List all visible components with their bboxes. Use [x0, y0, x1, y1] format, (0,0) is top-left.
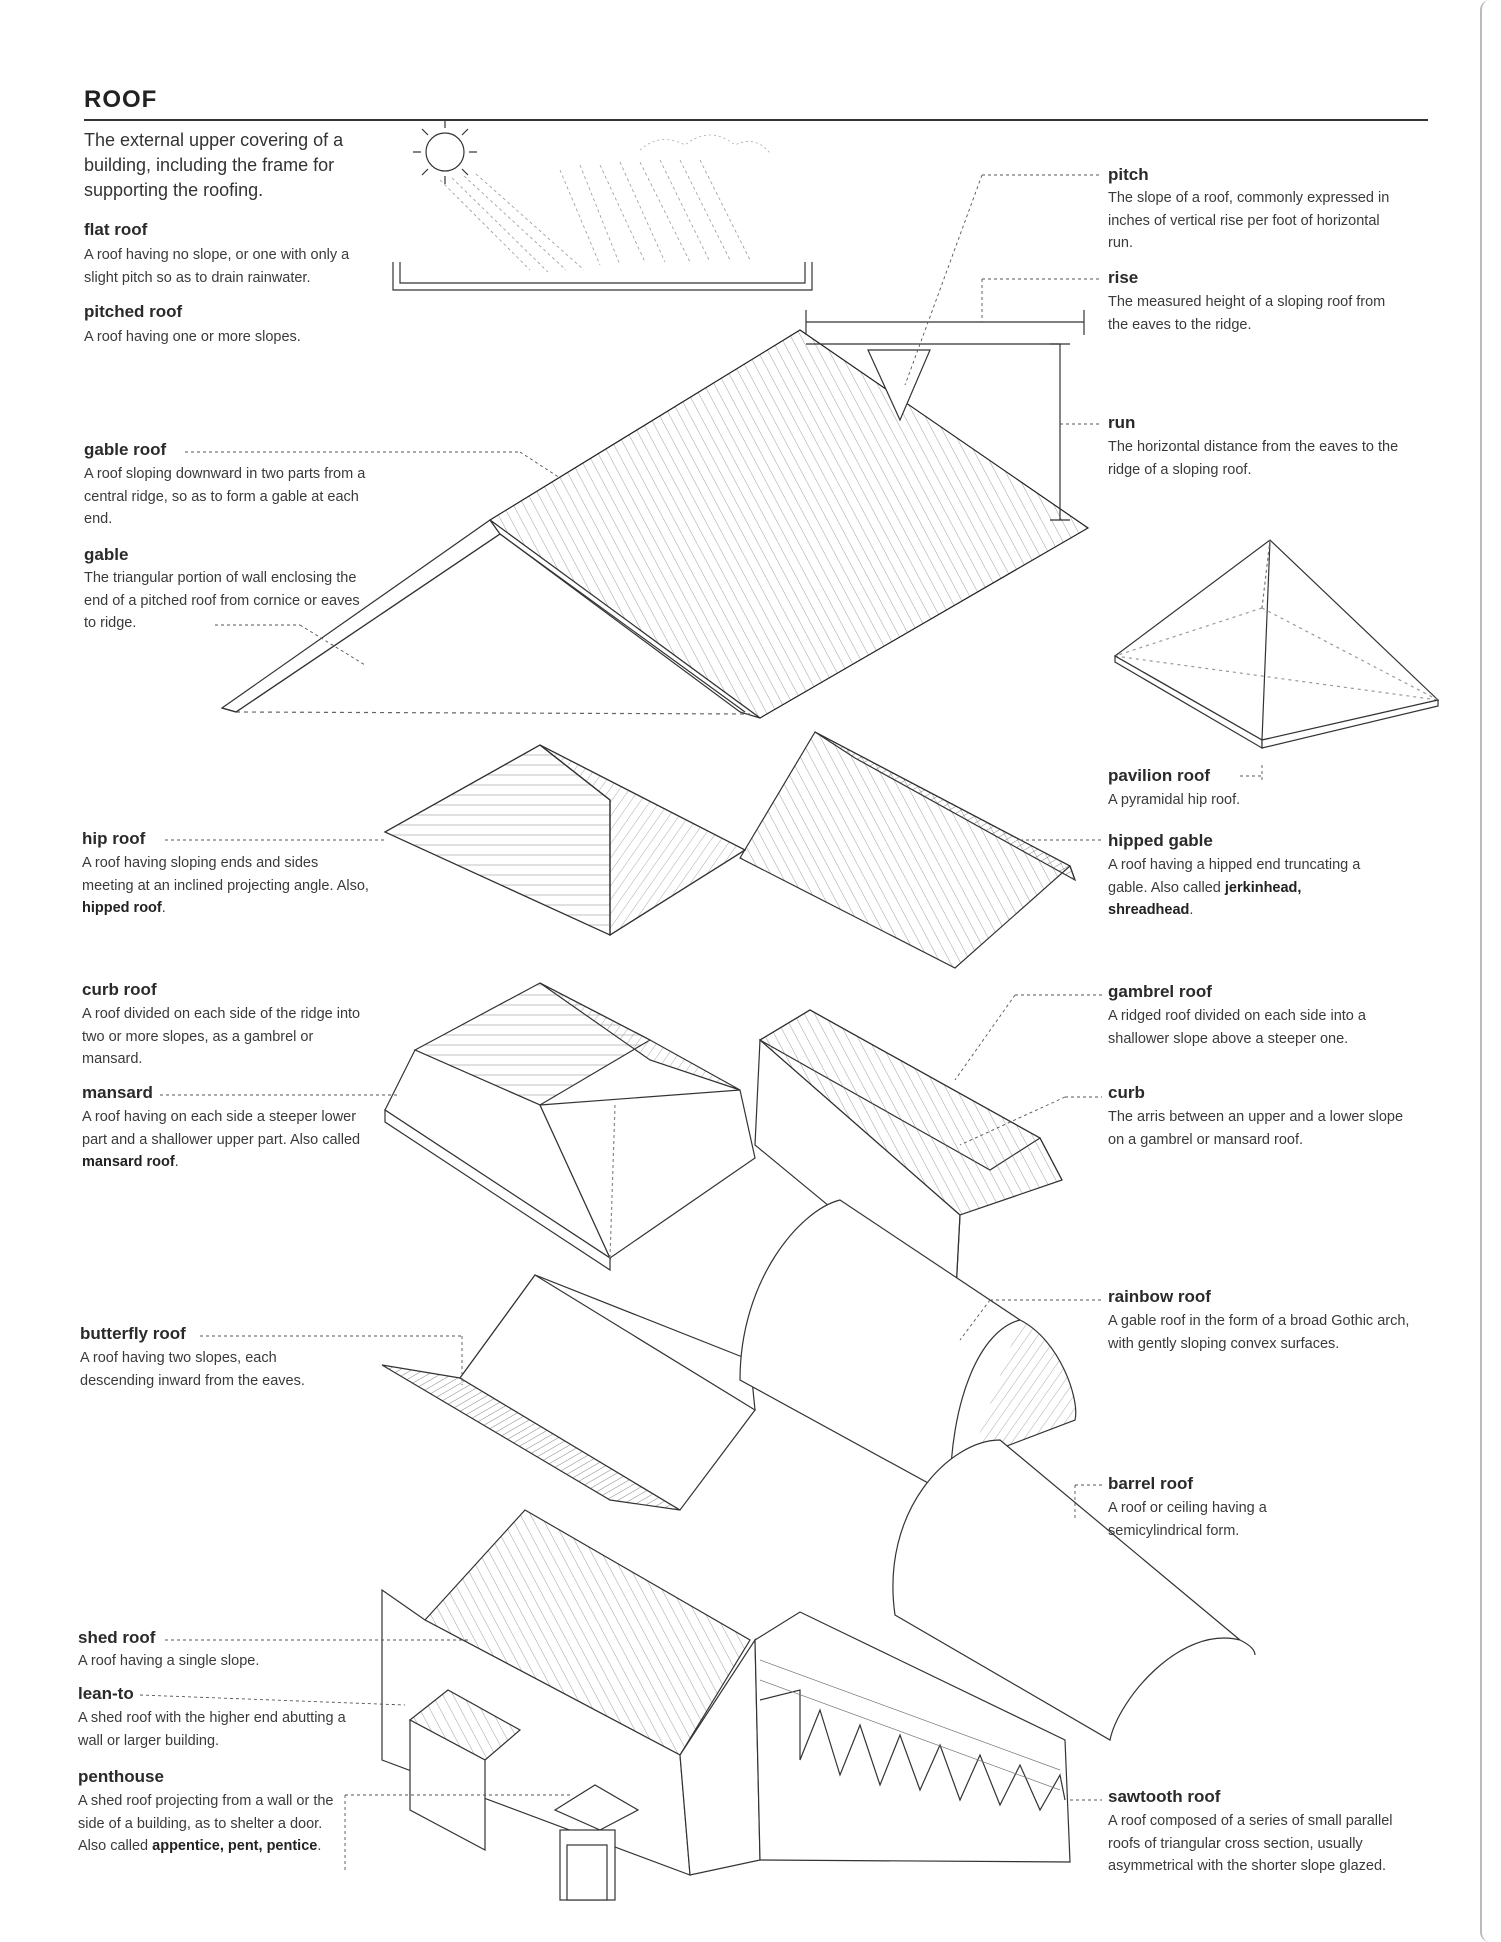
- term-pitch: pitch: [1108, 165, 1149, 184]
- alias-mansard-roof: mansard roof: [82, 1154, 175, 1170]
- def-gable: The triangular portion of wall enclosing…: [84, 570, 360, 631]
- def-sawtooth-roof: A roof composed of a series of small par…: [1108, 1813, 1393, 1874]
- def-lean-to: A shed roof with the higher end abutting…: [78, 1710, 346, 1749]
- def-penthouse: A shed roof projecting from a wall or th…: [78, 1793, 334, 1854]
- term-lean-to: lean-to: [78, 1684, 134, 1703]
- def-barrel-roof: A roof or ceiling having a semicylindric…: [1108, 1500, 1267, 1539]
- term-sawtooth-roof: sawtooth roof: [1108, 1787, 1221, 1806]
- def-mansard: A roof having on each side a steeper low…: [82, 1109, 361, 1170]
- term-gable-roof: gable roof: [84, 440, 167, 459]
- term-mansard: mansard: [82, 1083, 153, 1102]
- barrel-drawing: [892, 1439, 1256, 1741]
- alias-jerkinhead: jerkinhead, shreadhead: [1108, 879, 1302, 919]
- term-pavilion-roof: pavilion roof: [1108, 766, 1210, 785]
- def-run: The horizontal distance from the eaves t…: [1108, 439, 1399, 478]
- pavilion-roof-drawing: [1113, 539, 1440, 750]
- term-rise: rise: [1108, 268, 1139, 287]
- term-penthouse: penthouse: [78, 1767, 164, 1786]
- page-title: ROOF: [84, 86, 158, 113]
- def-butterfly-roof: A roof having two slopes, each descendin…: [80, 1350, 305, 1389]
- def-flat-roof: A roof having no slope, or one with only…: [84, 247, 350, 286]
- flat-roof-drawing: [392, 120, 813, 291]
- term-barrel-roof: barrel roof: [1108, 1474, 1194, 1493]
- term-butterfly-roof: butterfly roof: [80, 1324, 186, 1343]
- def-hipped-gable: A roof having a hipped end truncating a …: [1108, 857, 1361, 919]
- gable-roof-drawing: [220, 310, 1090, 719]
- def-pitched-roof: A roof having one or more slopes.: [84, 329, 301, 345]
- alias-penthouse: appentice, pent, pentice: [152, 1838, 318, 1854]
- def-rise: The measured height of a sloping roof fr…: [1108, 294, 1386, 333]
- def-gambrel-roof: A ridged roof divided on each side into …: [1108, 1008, 1366, 1047]
- binding-edge: [1480, 0, 1501, 1942]
- term-flat-roof: flat roof: [84, 220, 148, 239]
- term-gambrel-roof: gambrel roof: [1108, 982, 1212, 1001]
- sawtooth-drawing: [754, 1611, 1071, 1863]
- term-run: run: [1108, 413, 1136, 432]
- def-gable-roof: A roof sloping downward in two parts fro…: [84, 466, 366, 527]
- alias-hipped-roof: hipped roof: [82, 900, 162, 916]
- intro-text: The external upper covering of a buildin…: [84, 130, 344, 200]
- mansard-drawing: [384, 982, 756, 1272]
- hip-roof-drawing: [383, 744, 747, 937]
- term-shed-roof: shed roof: [78, 1628, 156, 1647]
- shed-roof-drawing: [381, 1509, 761, 1901]
- def-rainbow-roof: A gable roof in the form of a broad Goth…: [1108, 1313, 1410, 1352]
- gambrel-drawing: [754, 1009, 1063, 1312]
- rainbow-drawing: [739, 1199, 1077, 1497]
- def-curb: The arris between an upper and a lower s…: [1108, 1109, 1404, 1148]
- term-pitched-roof: pitched roof: [84, 302, 183, 321]
- butterfly-drawing: [381, 1274, 756, 1511]
- term-curb-roof: curb roof: [82, 980, 157, 999]
- term-hipped-gable: hipped gable: [1108, 831, 1213, 850]
- def-curb-roof: A roof divided on each side of the ridge…: [82, 1006, 361, 1067]
- term-rainbow-roof: rainbow roof: [1108, 1287, 1211, 1306]
- def-hip-roof: A roof having sloping ends and sides mee…: [82, 855, 369, 916]
- def-shed-roof: A roof having a single slope.: [78, 1653, 260, 1669]
- hipped-gable-drawing: [739, 731, 1077, 969]
- term-hip-roof: hip roof: [82, 829, 146, 848]
- term-gable: gable: [84, 545, 129, 564]
- def-pitch: The slope of a roof, commonly expressed …: [1108, 190, 1390, 251]
- term-curb: curb: [1108, 1083, 1145, 1102]
- def-pavilion-roof: A pyramidal hip roof.: [1108, 792, 1241, 808]
- title-rule: [84, 119, 1428, 121]
